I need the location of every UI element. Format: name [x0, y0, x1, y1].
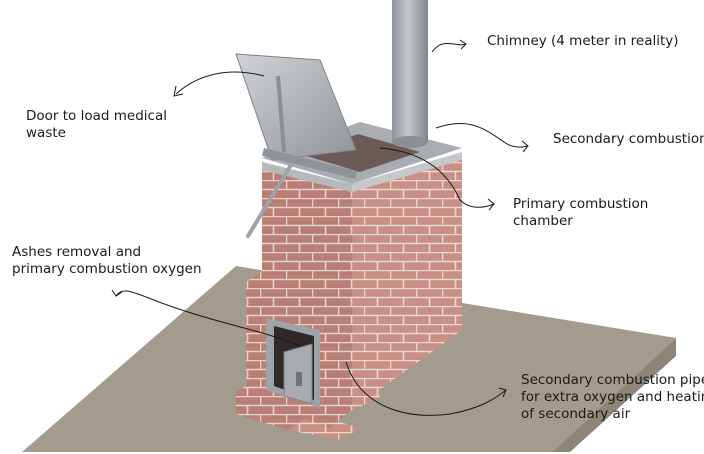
leader-door — [175, 71, 265, 95]
leader-ashes-arrow — [111, 289, 123, 297]
leader-chimney — [431, 42, 467, 53]
label-secondary-combustion: Secondary combustion — [553, 131, 704, 147]
label-chimney: Chimney (4 meter in reality) — [487, 33, 679, 49]
label-secondary-pipes: Secondary combustion pipes for extra oxy… — [521, 372, 704, 422]
ash-door — [266, 318, 320, 408]
label-primary-chamber: Primary combustion chamber — [513, 196, 649, 229]
leader-pipes — [345, 361, 507, 416]
leader-primary-arrow — [487, 198, 495, 211]
label-load-door: Door to load medical waste — [26, 108, 167, 141]
load-door-lid — [235, 53, 358, 238]
leader-pipes-arrow — [498, 387, 507, 398]
leader-door-arrow — [173, 85, 184, 97]
label-ashes-removal: Ashes removal and primary combustion oxy… — [12, 244, 202, 277]
leader-secondary — [435, 123, 529, 148]
leader-primary — [379, 147, 495, 208]
leader-lines — [111, 39, 529, 416]
leader-ashes — [115, 290, 301, 347]
leader-secondary-arrow — [521, 140, 529, 153]
leader-chimney-arrow — [459, 39, 467, 50]
chimney — [392, 0, 428, 148]
